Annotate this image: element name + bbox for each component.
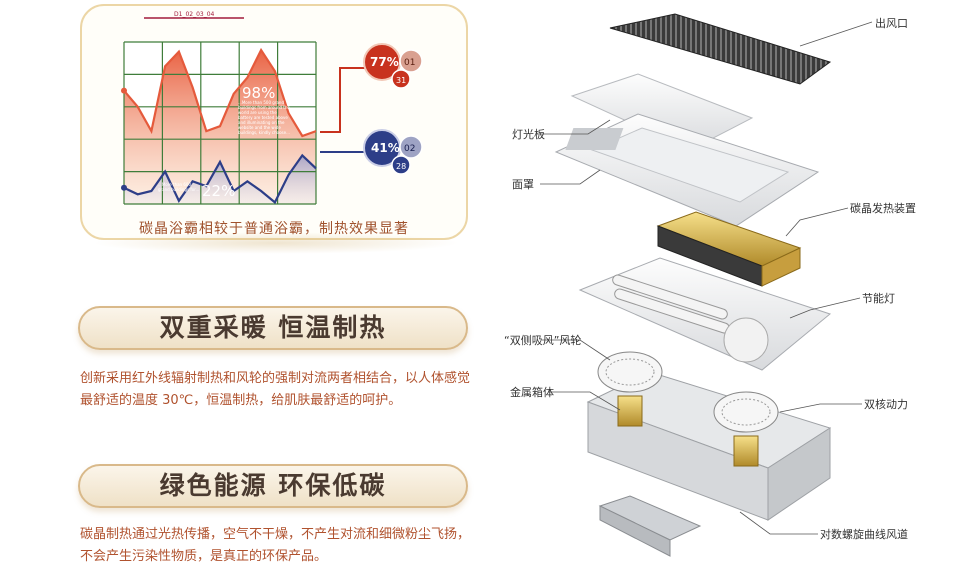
label-metal-box: 金属箱体: [510, 386, 554, 399]
low-note: ...More than 600 grand buildings for...: [158, 182, 200, 192]
feature2-title: 绿色能源 环保低碳: [78, 464, 468, 508]
high-note: ...More than 500 grand buildings from ar…: [238, 100, 290, 135]
label-fan-wheel: “双侧吸风”风轮: [504, 334, 582, 347]
low-value-label: 22%: [202, 182, 235, 200]
fan-left: [597, 351, 663, 427]
blue-badge-main: 41%: [371, 141, 400, 155]
series-0-start-point: [121, 87, 127, 94]
red-badge-sub2: 31: [396, 76, 406, 85]
label-outlet: 出风口: [875, 17, 908, 30]
card-shadow: [92, 232, 460, 254]
feature1-title: 双重采暖 恒温制热: [78, 306, 468, 350]
chart-title: D1_02_03_04: [174, 11, 215, 18]
fan-right: [713, 391, 779, 467]
label-face-cover: 面罩: [512, 178, 534, 191]
feature2-text: 碳晶制热通过光热传播，空气不干燥，不产生对流和细微粉尘飞扬，不会产生污染性物质，…: [80, 527, 471, 564]
series-1-start-point: [121, 184, 127, 191]
chart-card: D1_02_03_04 98% ...More than 500 grand b…: [80, 4, 468, 240]
label-light-panel: 灯光板: [512, 128, 545, 141]
red-badge: 77% 01 31: [363, 43, 423, 89]
red-badge-main: 77%: [370, 55, 399, 69]
series-0-line: [123, 47, 317, 138]
red-badge-sub1: 01: [404, 58, 415, 68]
blue-badge-sub2: 28: [396, 162, 406, 171]
blue-badge-sub1: 02: [404, 144, 415, 154]
blue-badge: 41% 02 28: [363, 129, 423, 175]
chart-caption: 碳晶浴霸相较于普通浴霸，制热效果显著: [139, 221, 409, 237]
feature1-text: 创新采用红外线辐射制热和风轮的强制对流两者相结合，以人体感觉最舒适的温度 30℃…: [80, 371, 471, 408]
label-spiral-duct: 对数螺旋曲线风道: [820, 528, 908, 541]
high-value-label: 98%: [242, 84, 275, 102]
label-lamp: 节能灯: [862, 292, 895, 305]
series-1-line: [123, 153, 317, 205]
exploded-diagram: [540, 13, 873, 557]
series-1-area: [124, 155, 316, 204]
comparison-chart: D1_02_03_04 98% ...More than 500 grand b…: [121, 11, 423, 205]
plot-area: [121, 41, 317, 205]
outlet-grille: [609, 13, 832, 85]
label-dual-motor: 双核动力: [864, 398, 908, 411]
label-heater: 碳晶发热装置: [850, 202, 916, 215]
